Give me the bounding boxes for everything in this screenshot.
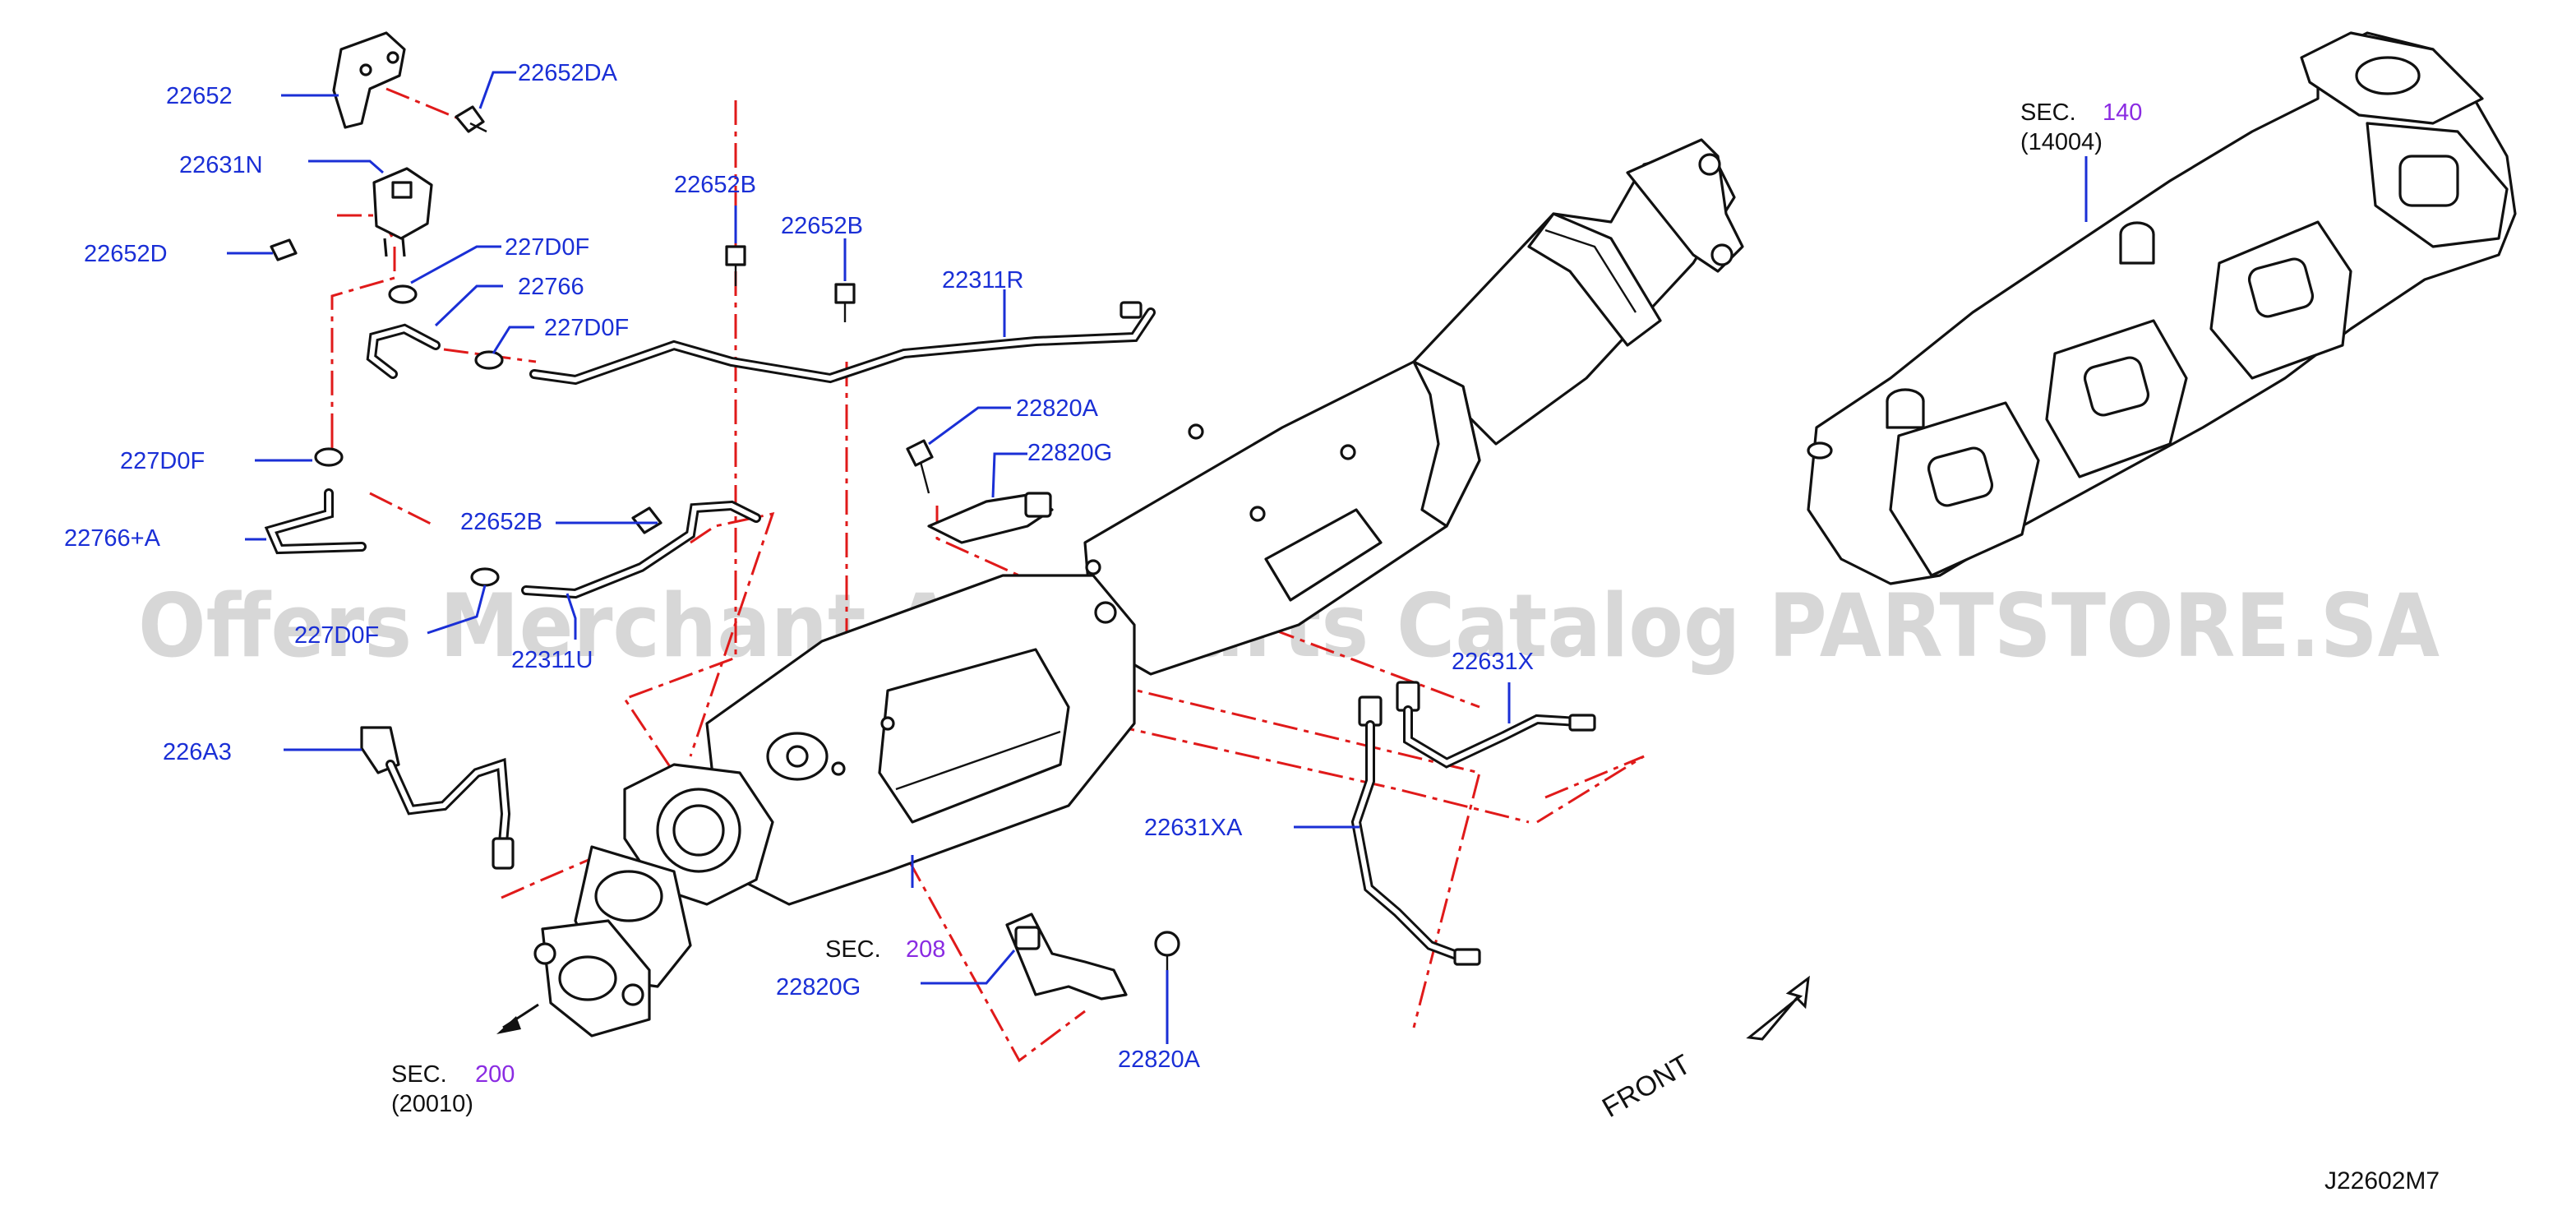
bracket-22820G-b — [1005, 913, 1128, 1000]
label-226A3: 226A3 — [163, 739, 232, 765]
label-22766: 22766 — [518, 274, 584, 300]
label-22820A-b: 22820A — [1118, 1047, 1201, 1073]
sensor-226A3 — [360, 726, 515, 870]
section-ref-200: SEC. 200 (20010) — [391, 1061, 515, 1117]
label-227D0F-c: 227D0F — [120, 448, 205, 474]
bolt-22652B-a — [725, 245, 746, 286]
bracket-22652 — [332, 31, 406, 129]
label-22311R: 22311R — [942, 267, 1023, 293]
bracket-22820G-a — [927, 492, 1054, 544]
pressure-sensor-22631N — [372, 167, 433, 257]
sec-200-sub: (20010) — [391, 1091, 473, 1117]
hose-22766A — [264, 488, 367, 555]
label-22820G-b: 22820G — [776, 974, 861, 1000]
sec-200-prefix: SEC. — [391, 1061, 447, 1088]
catalyst-converter — [1083, 360, 1481, 676]
label-22652: 22652 — [166, 83, 233, 109]
label-22652DA: 22652DA — [518, 60, 618, 86]
clamp-227D0F-d — [470, 567, 500, 587]
clamp-227D0F-a — [388, 284, 418, 304]
label-22631XA: 22631XA — [1144, 815, 1243, 841]
label-22766A: 22766+A — [64, 525, 161, 552]
pipe-22311R — [529, 301, 1156, 386]
label-22652B-a: 22652B — [674, 172, 756, 198]
bolt-22652B-b — [834, 283, 856, 322]
sec-140-sub: (14004) — [2020, 129, 2103, 155]
label-22631N: 22631N — [179, 152, 263, 178]
bolt-22652D — [270, 238, 298, 261]
sensor-22631X — [1396, 681, 1596, 769]
front-label: FRONT — [1597, 1048, 1696, 1123]
hose-22766 — [366, 323, 441, 379]
clamp-227D0F-c — [314, 447, 344, 467]
label-22652D: 22652D — [84, 241, 168, 267]
bolt-22652DA — [455, 105, 487, 133]
bolt-22820A-a — [906, 439, 934, 494]
label-22631X: 22631X — [1452, 649, 1534, 675]
sec-208-number: 208 — [906, 936, 945, 963]
sensor-22631XA — [1350, 695, 1481, 966]
exhaust-manifold — [1807, 31, 2517, 585]
sec-208-prefix: SEC. — [825, 936, 881, 963]
label-227D0F-d: 227D0F — [294, 622, 379, 649]
label-227D0F-a: 227D0F — [505, 234, 589, 261]
sec-140-number: 140 — [2103, 99, 2142, 126]
label-22820G-a: 22820G — [1027, 440, 1112, 466]
pipe-22311U — [521, 500, 761, 599]
section-arrow-200 — [496, 1003, 539, 1034]
part-labels: 22652 22652DA 22631N 22652D 227D0F 22766… — [64, 60, 1534, 1073]
sec-140-prefix: SEC. — [2020, 99, 2076, 126]
leader-lines — [227, 71, 2088, 1044]
label-227D0F-b: 227D0F — [544, 315, 629, 341]
turbo-elbow — [533, 763, 774, 1037]
bolt-22652B-c — [631, 506, 662, 534]
sec-200-number: 200 — [475, 1061, 515, 1088]
diagram-code: J22602M7 — [2324, 1167, 2440, 1195]
front-exhaust-tube — [1412, 138, 1744, 446]
label-22311U: 22311U — [511, 647, 593, 673]
diesel-particulate-filter — [705, 574, 1136, 906]
front-direction-arrow — [1746, 975, 1810, 1041]
section-ref-140: SEC. 140 (14004) — [2020, 99, 2142, 155]
clamp-227D0F-b — [474, 350, 504, 370]
bolt-22820A-b — [1154, 931, 1180, 970]
label-22820A-a: 22820A — [1016, 395, 1099, 422]
section-ref-208: SEC. 208 — [825, 936, 945, 963]
label-22652B-b: 22652B — [781, 213, 863, 239]
label-22652B-c: 22652B — [460, 509, 542, 535]
